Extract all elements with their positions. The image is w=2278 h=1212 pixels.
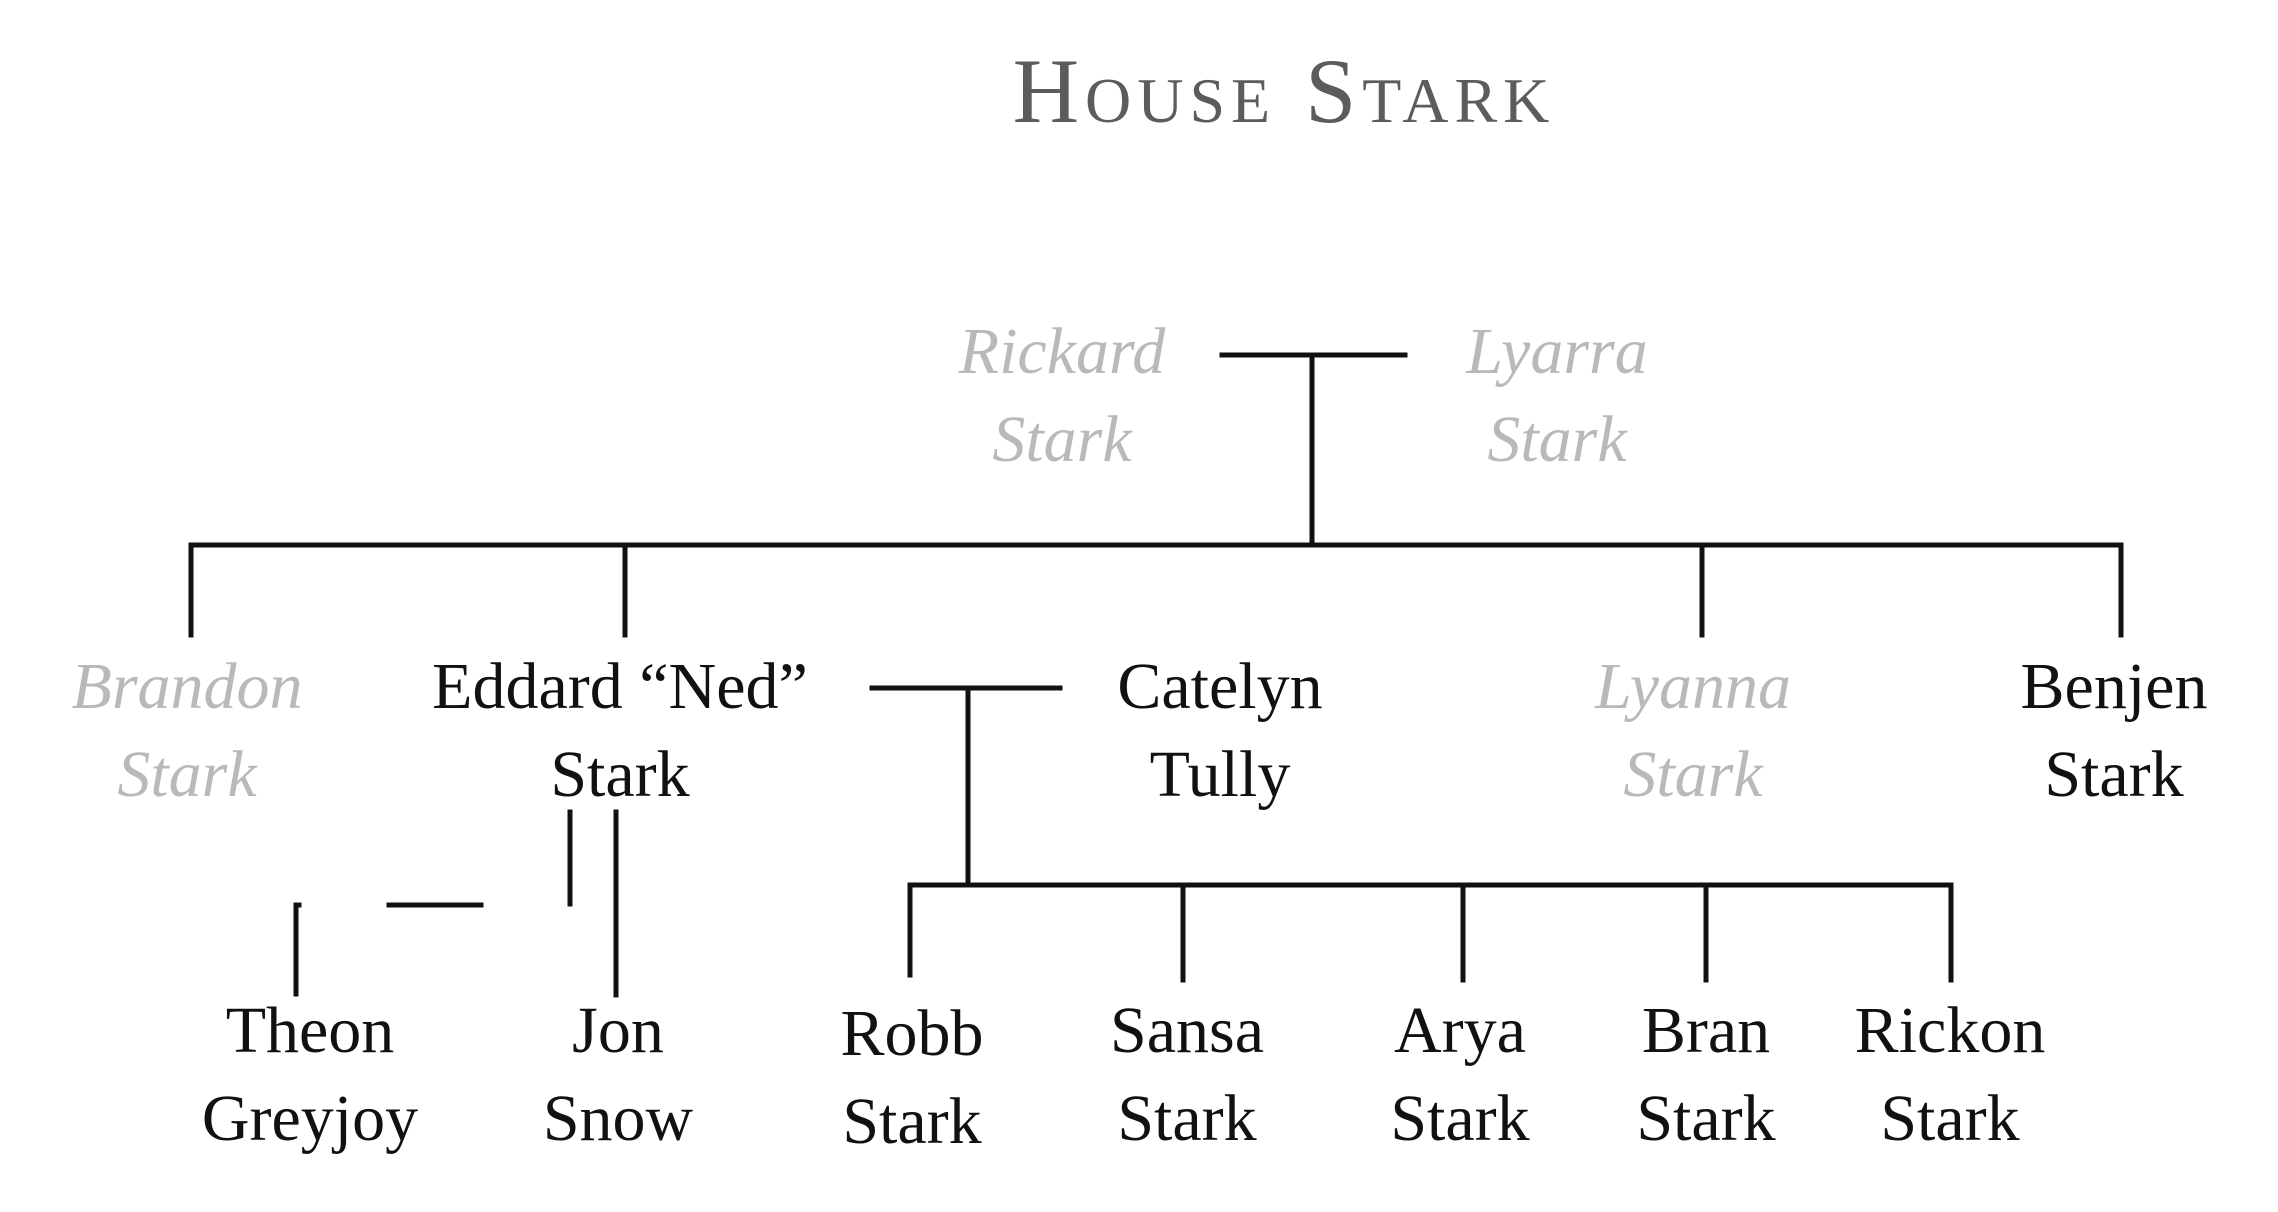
person-benjen-stark: Benjen Stark (2021, 643, 2208, 819)
person-first-name: Catelyn (1117, 650, 1323, 723)
person-last-name: Greyjoy (201, 1082, 419, 1155)
person-first-name: Arya (1394, 994, 1526, 1067)
diagram-title: House Stark (1012, 40, 1556, 142)
person-first-name: Bran (1641, 994, 1771, 1067)
person-last-name: Stark (1623, 738, 1763, 811)
person-last-name: Stark (117, 738, 257, 811)
person-arya-stark: Arya Stark (1390, 987, 1529, 1163)
person-first-name: Eddard “Ned” (432, 650, 808, 723)
person-last-name: Stark (1487, 403, 1627, 476)
person-bran-stark: Bran Stark (1636, 987, 1775, 1163)
person-last-name: Stark (1880, 1082, 2020, 1155)
person-last-name: Stark (550, 738, 690, 811)
ward-line-theon (293, 809, 573, 1003)
person-lyanna-stark: Lyanna Stark (1595, 643, 1791, 819)
person-last-name: Stark (1636, 1082, 1776, 1155)
person-jon-snow: Jon Snow (543, 987, 693, 1163)
person-last-name: Stark (1117, 1082, 1257, 1155)
person-first-name: Theon (225, 994, 395, 1067)
person-last-name: Snow (542, 1082, 694, 1155)
person-last-name: Stark (842, 1085, 982, 1158)
person-first-name: Lyarra (1466, 315, 1648, 388)
person-last-name: Stark (1390, 1082, 1530, 1155)
person-rickard-stark: Rickard Stark (959, 308, 1165, 484)
person-last-name: Stark (2044, 738, 2184, 811)
person-lyarra-stark: Lyarra Stark (1466, 308, 1647, 484)
person-theon-greyjoy: Theon Greyjoy (202, 987, 418, 1163)
person-last-name: Tully (1149, 738, 1291, 811)
person-first-name: Robb (840, 997, 984, 1070)
person-sansa-stark: Sansa Stark (1110, 987, 1264, 1163)
person-eddard-stark: Eddard “Ned” Stark (432, 643, 808, 819)
person-first-name: Jon (572, 994, 664, 1067)
person-last-name: Stark (992, 403, 1132, 476)
person-first-name: Lyanna (1594, 650, 1792, 723)
person-first-name: Brandon (71, 650, 303, 723)
person-rickon-stark: Rickon Stark (1855, 987, 2046, 1163)
person-first-name: Rickon (1854, 994, 2046, 1067)
person-first-name: Benjen (2020, 650, 2208, 723)
person-brandon-stark: Brandon Stark (72, 643, 303, 819)
person-first-name: Rickard (958, 315, 1166, 388)
person-catelyn-tully: Catelyn Tully (1117, 643, 1322, 819)
person-first-name: Sansa (1110, 994, 1264, 1067)
person-robb-stark: Robb Stark (840, 990, 983, 1166)
